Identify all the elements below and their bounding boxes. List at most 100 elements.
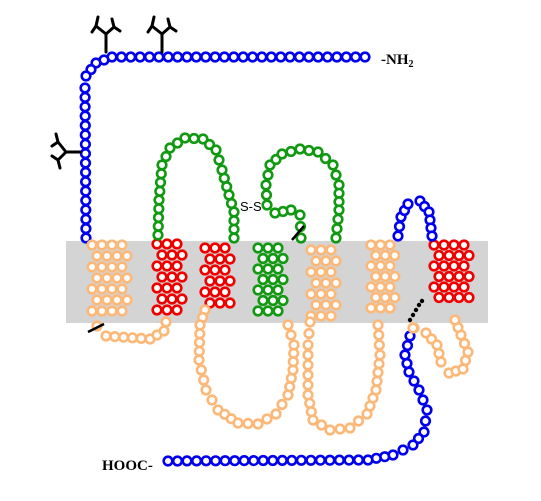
residue-bead <box>219 455 231 467</box>
residue-bead <box>373 358 385 370</box>
residue-bead <box>433 270 445 283</box>
residue-bead <box>443 270 455 283</box>
residue-bead <box>305 266 317 278</box>
residue-bead <box>344 422 356 434</box>
residue-bead <box>79 176 92 188</box>
residue-bead <box>219 286 231 298</box>
residue-bead <box>374 239 387 251</box>
residue-bead <box>463 270 475 283</box>
residue-bead <box>252 418 264 430</box>
residue-bead <box>152 211 165 224</box>
residue-bead <box>330 277 342 289</box>
residue-bead <box>160 316 172 328</box>
residue-bead <box>303 51 315 63</box>
residue-bead <box>458 281 470 293</box>
intracellular-loop-3 <box>392 195 438 242</box>
residue-bead <box>331 51 343 63</box>
residue-bead <box>463 291 475 304</box>
extracellular-loop-2 <box>260 143 345 244</box>
residue-bead <box>209 286 221 298</box>
residue-bead <box>333 204 345 216</box>
residue-bead <box>272 305 284 317</box>
residue-bead <box>176 249 188 261</box>
residue-bead <box>319 152 332 165</box>
residue-bead <box>331 223 343 235</box>
residue-bead <box>125 51 137 63</box>
residue-bead <box>153 194 165 206</box>
residue-bead <box>96 261 108 273</box>
residue-bead <box>210 455 222 467</box>
residue-bead <box>200 384 212 396</box>
residue-bead <box>106 283 118 295</box>
residue-bead <box>302 349 314 361</box>
residue-bead <box>80 232 92 244</box>
residue-bead <box>392 230 404 242</box>
residue-bead <box>91 250 103 262</box>
residue-bead <box>321 51 334 63</box>
residue-bead <box>327 159 339 171</box>
residue-bead <box>161 304 173 316</box>
residue-bead <box>96 305 108 317</box>
residue-bead <box>252 284 264 296</box>
residue-bead <box>257 454 269 467</box>
residue-bead <box>350 51 362 63</box>
residue-bead <box>384 239 396 251</box>
residue-bead <box>374 302 387 314</box>
residue-bead <box>164 142 176 154</box>
residue-bead <box>171 304 183 316</box>
residue-bead <box>161 282 173 294</box>
residue-bead <box>285 329 297 341</box>
residue-bead <box>199 242 211 254</box>
residue-bead <box>237 51 249 63</box>
residue-bead <box>224 253 236 265</box>
residue-bead <box>310 255 322 267</box>
residue-bead <box>154 176 167 189</box>
residue-bead <box>153 203 165 215</box>
residue-bead <box>285 145 297 158</box>
residue-bead <box>115 51 127 63</box>
residue-bead <box>365 281 377 293</box>
residue-bead <box>210 144 222 156</box>
residue-bead <box>463 249 475 262</box>
residue-bead <box>277 252 289 265</box>
residue-bead <box>111 294 123 306</box>
residue-bead <box>252 305 264 317</box>
residue-bead <box>181 51 193 63</box>
residue-bead <box>79 138 91 150</box>
residue-bead <box>219 242 231 254</box>
residue-bead <box>295 454 307 466</box>
disulfide-bond: S-S <box>240 199 262 214</box>
residue-bead <box>80 185 92 197</box>
residue-bead <box>330 299 342 311</box>
residue-bead <box>438 281 450 293</box>
residue-bead <box>152 220 164 232</box>
residue-bead <box>374 260 387 272</box>
residue-bead <box>315 266 327 278</box>
palmitoyl-anchor-icon <box>407 298 425 323</box>
residue-bead <box>325 244 337 256</box>
residue-bead <box>284 51 296 63</box>
residue-bead <box>248 455 260 467</box>
residue-bead <box>379 270 391 283</box>
residue-bead <box>152 229 164 241</box>
residue-bead <box>153 51 165 63</box>
residue-bead <box>428 281 440 293</box>
c-terminus-label: HOOC- <box>102 458 153 474</box>
cleavage-mark <box>87 322 105 334</box>
residue-bead <box>171 455 184 467</box>
residue-bead <box>276 398 288 411</box>
residue-bead <box>135 332 147 345</box>
residue-bead <box>171 238 183 250</box>
residue-bead <box>193 345 205 357</box>
residue-bead <box>330 169 342 181</box>
residue-bead <box>428 239 440 251</box>
residue-bead <box>156 293 168 305</box>
transmembrane-helix-1 <box>86 239 133 317</box>
residue-bead <box>101 294 113 306</box>
residue-bead <box>272 242 284 254</box>
residue-bead <box>96 283 108 295</box>
residue-bead <box>448 281 460 293</box>
residue-bead <box>373 339 385 351</box>
residue-bead <box>224 275 236 287</box>
residue-bead <box>172 51 184 63</box>
